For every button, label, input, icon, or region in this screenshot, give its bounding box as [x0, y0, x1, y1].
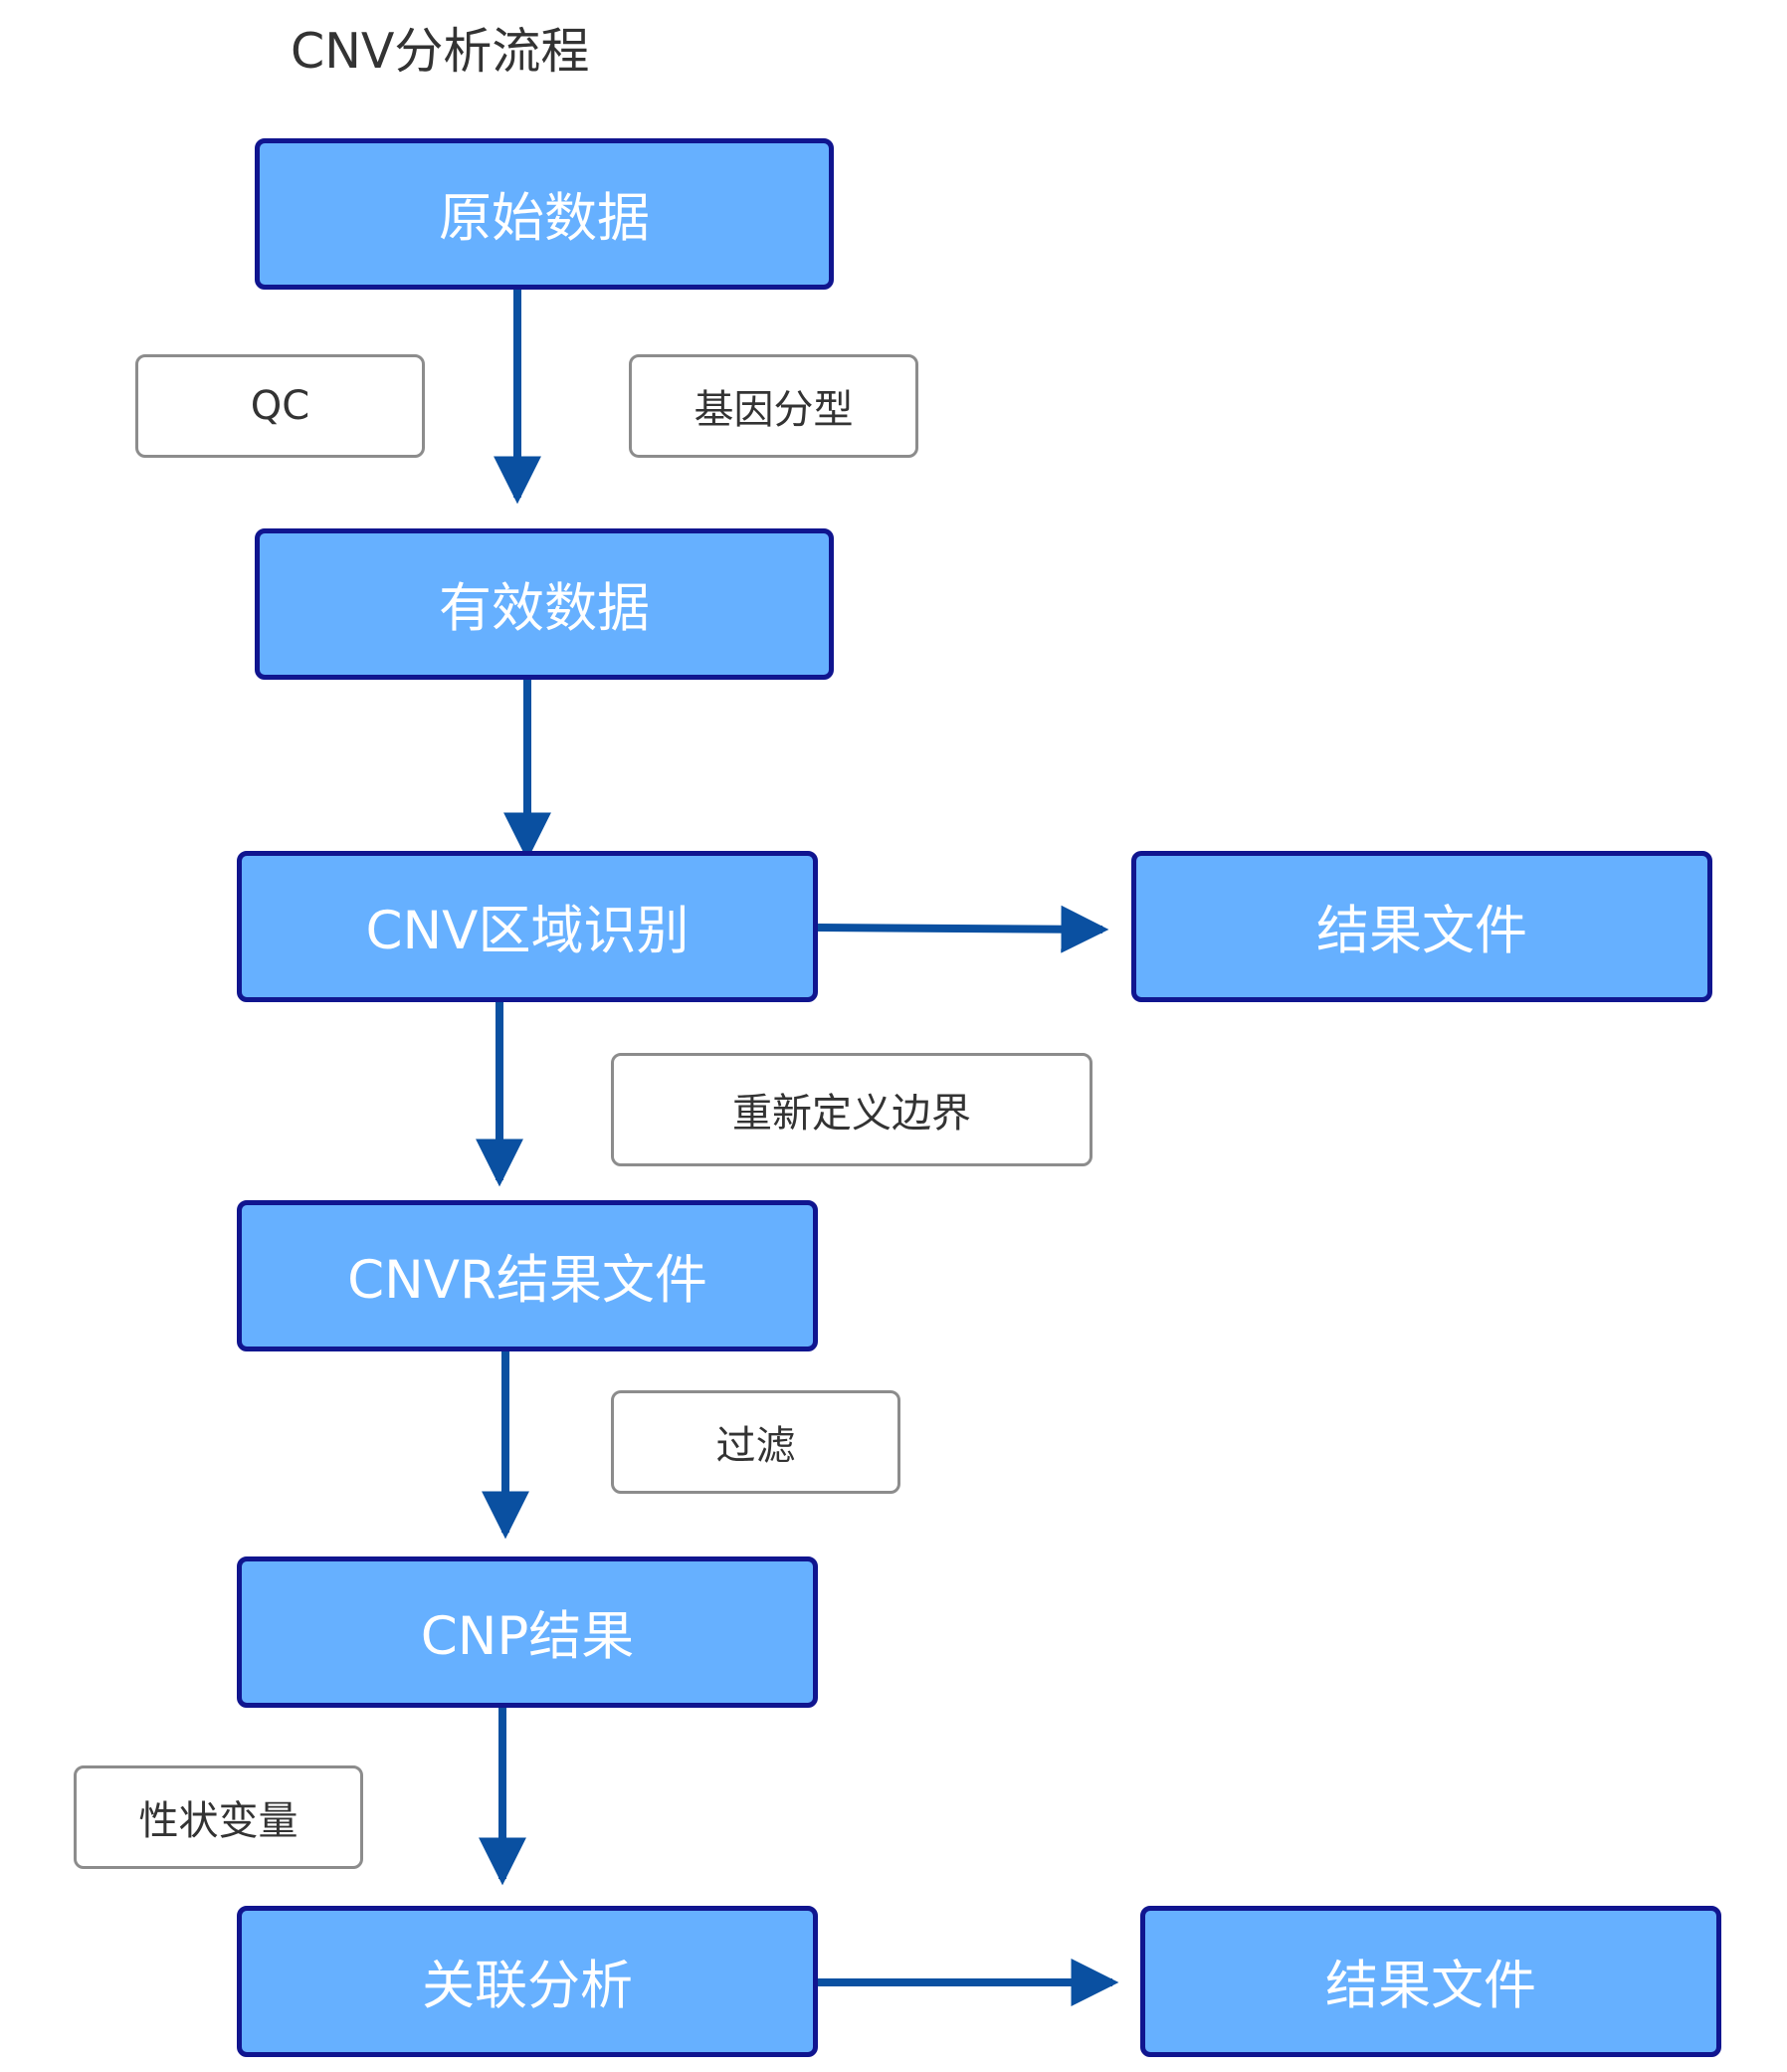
- node-result-file-1: 结果文件: [1131, 851, 1712, 1002]
- node-cnvr-result: CNVR结果文件: [237, 1200, 818, 1351]
- node-association: 关联分析: [237, 1906, 818, 2057]
- node-valid-data: 有效数据: [255, 528, 834, 680]
- note-genotyping: 基因分型: [629, 354, 918, 458]
- note-filter: 过滤: [611, 1390, 900, 1494]
- edge-cnv-region-to-result-1: [817, 905, 1109, 953]
- node-raw-data: 原始数据: [255, 138, 834, 290]
- note-redefine-boundary: 重新定义边界: [611, 1053, 1092, 1166]
- note-trait-variable: 性状变量: [74, 1765, 363, 1869]
- note-qc: QC: [135, 354, 425, 458]
- node-result-file-2: 结果文件: [1140, 1906, 1721, 2057]
- node-cnp-result: CNP结果: [237, 1556, 818, 1708]
- node-cnv-region: CNV区域识别: [237, 851, 818, 1002]
- diagram-title: CNV分析流程: [291, 23, 590, 80]
